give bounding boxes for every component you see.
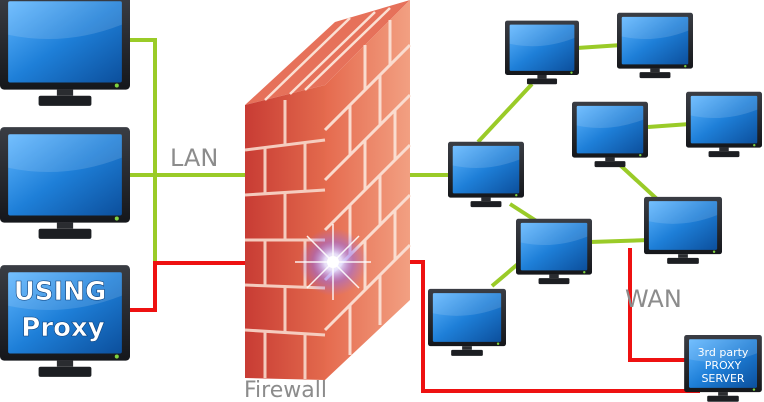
lan-computer-1 bbox=[0, 0, 130, 106]
proxy-links bbox=[128, 248, 700, 393]
wan-computer-top bbox=[505, 20, 579, 85]
wan-computer-middle bbox=[572, 101, 648, 168]
third-party-proxy-label: 3rd party PROXY SERVER bbox=[698, 346, 749, 385]
firewall-label: Firewall bbox=[244, 378, 327, 402]
wan-gateway-computer bbox=[448, 141, 524, 208]
wan-computer-top-right bbox=[617, 12, 693, 79]
svg-text:PROXY: PROXY bbox=[705, 359, 742, 372]
lan-label: LAN bbox=[170, 144, 218, 172]
svg-text:SERVER: SERVER bbox=[701, 372, 744, 385]
light-flare-icon bbox=[295, 224, 371, 300]
wan-label: WAN bbox=[625, 285, 682, 313]
wan-computer-east bbox=[644, 196, 722, 264]
firewall bbox=[244, 0, 412, 380]
svg-text:USING: USING bbox=[14, 277, 107, 307]
lan-computer-2 bbox=[0, 127, 130, 239]
wan-computer-south bbox=[428, 288, 506, 356]
using-proxy-label: USING Proxy bbox=[13, 277, 107, 344]
wan-computer-center bbox=[516, 218, 592, 285]
svg-text:3rd party: 3rd party bbox=[698, 346, 749, 359]
svg-text:Proxy: Proxy bbox=[21, 313, 105, 343]
wan-computer-right bbox=[686, 91, 762, 158]
